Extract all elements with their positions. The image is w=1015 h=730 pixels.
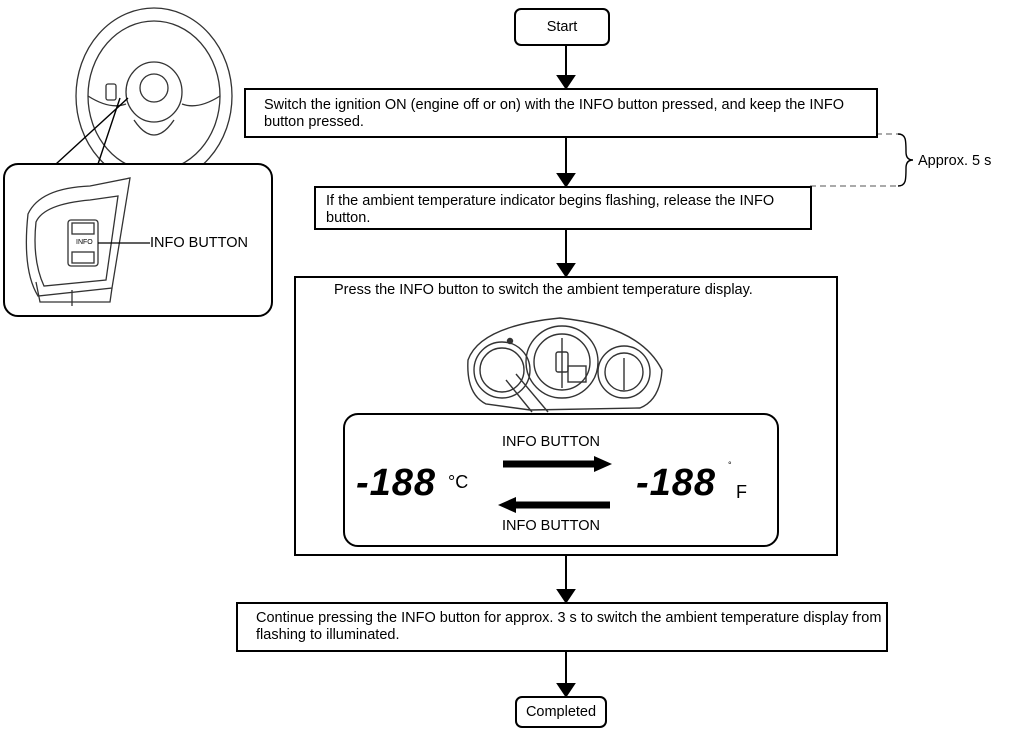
step-illuminate-text: Continue pressing the INFO button for ap… [256,610,882,643]
start-label: Start [546,18,578,35]
celsius-unit: °C [448,472,469,492]
fahrenheit-readout: -188 [636,462,717,504]
steering-wheel-illustration: INFO [3,7,273,317]
step-release-info: If the ambient temperature indicator beg… [314,186,812,230]
fahrenheit-degree-mark: ° [728,460,732,470]
info-button-callout: INFO BUTTON [150,235,249,251]
step-illuminate: Continue pressing the INFO button for ap… [236,602,888,652]
step-switch-display: Press the INFO button to switch the ambi… [294,276,838,556]
start-node: Start [514,8,610,46]
completed-label: Completed [525,703,597,720]
step-ignition-on: Switch the ignition ON (engine off or on… [244,88,878,138]
fahrenheit-unit: F [736,482,747,502]
step-release-text: If the ambient temperature indicator beg… [326,193,775,226]
step-ignition-text: Switch the ignition ON (engine off or on… [264,97,845,130]
celsius-readout: -188 [356,462,437,504]
step-switch-text: Press the INFO button to switch the ambi… [334,282,753,298]
timing-brace [897,133,914,187]
info-button-glyph: INFO [76,239,93,246]
arrow-bottom-label: INFO BUTTON [502,518,601,534]
arrow-top-label: INFO BUTTON [502,434,601,450]
timing-note: Approx. 5 s [918,153,992,169]
steering-switch-closeup [25,177,131,306]
completed-node: Completed [515,696,607,728]
